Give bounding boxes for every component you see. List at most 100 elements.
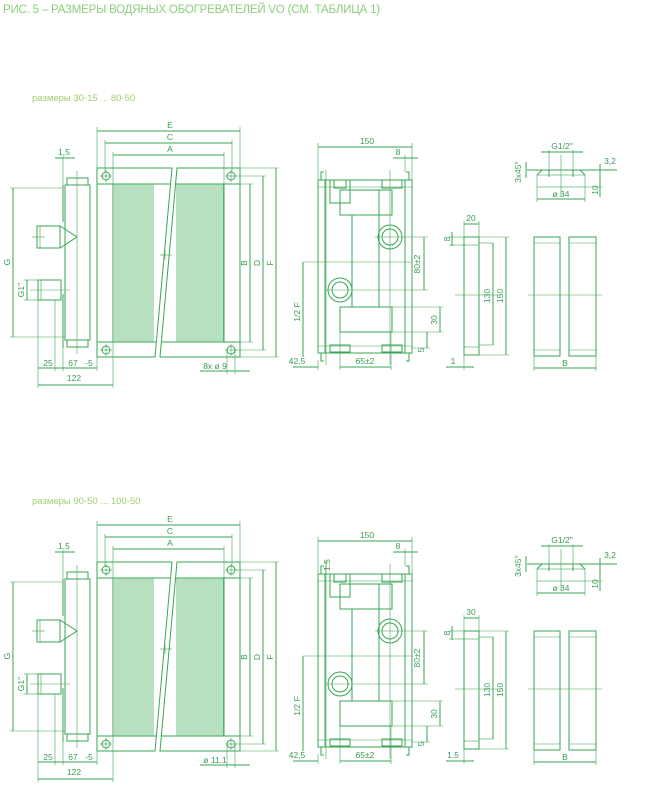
- dim-label-c: C: [167, 526, 173, 536]
- figure-title: РИС. 5 – РАЗМЕРЫ ВОДЯНЫХ ОБОГРЕВАТЕЛЕЙ V…: [3, 4, 380, 16]
- dim-label-g1: G1": [16, 677, 26, 691]
- dim-label-e: E: [167, 120, 173, 130]
- dim-label-80: 80±2: [412, 648, 422, 667]
- dim-label-g: G: [2, 259, 12, 266]
- chamfer: [536, 169, 586, 176]
- dim-label-10: 10: [590, 579, 600, 589]
- bottom-fitting: [381, 738, 403, 747]
- dim-label-30: 30: [429, 315, 439, 325]
- tube-cap: [66, 339, 89, 348]
- side-body: [317, 179, 413, 354]
- dim-label-minus5: -5: [85, 752, 93, 762]
- dim-label-g: G: [2, 653, 12, 660]
- lower-connector: [339, 700, 393, 727]
- dim-label-3-2: 3,2: [604, 156, 616, 166]
- dim-label-p150: 150: [495, 289, 505, 303]
- bracket: [320, 565, 324, 574]
- dim-label-67: 67: [68, 358, 78, 368]
- tube-cap: [66, 177, 89, 186]
- bracket: [320, 171, 324, 180]
- dim-label-half-f: 1/2 F: [292, 302, 302, 321]
- strip-right: [568, 236, 597, 357]
- dim-label-42-5: 42,5: [289, 356, 306, 366]
- top-fitting: [381, 573, 403, 583]
- strip-right: [568, 630, 597, 751]
- dim-label-25: 25: [43, 358, 53, 368]
- side-body: [317, 573, 413, 748]
- lower-connector: [339, 306, 393, 333]
- strip-left: [533, 630, 561, 751]
- dim-label-a: A: [167, 144, 173, 154]
- front-plate-right: [159, 167, 241, 358]
- dim-label-8: 8: [396, 541, 401, 551]
- dim-label-25: 25: [43, 752, 53, 762]
- dim-label-c: C: [167, 132, 173, 142]
- dim-label-p1: 1: [451, 356, 456, 366]
- dim-label-g12: G1/2": [551, 535, 572, 545]
- dim-label-e: E: [167, 514, 173, 524]
- dim-label-b: B: [239, 654, 249, 660]
- drawing-subtitle-1: размеры 30-15 ... 80-50: [32, 93, 136, 104]
- dim-label-sb: B: [562, 358, 568, 368]
- dim-label-150: 150: [360, 136, 374, 146]
- tube-cap: [66, 733, 89, 742]
- dim-label-sb: B: [562, 752, 568, 762]
- dim-label-65: 65±2: [356, 356, 375, 366]
- dim-label-d: D: [252, 260, 262, 266]
- inlet-nipple: [36, 225, 78, 249]
- dim-label-minus5: -5: [85, 358, 93, 368]
- fitting-bore: [333, 573, 347, 583]
- dim-label-chamfer: 3x45°: [513, 555, 523, 577]
- front-plate-left: [96, 167, 173, 358]
- dim-label-t15: 1,5: [58, 147, 70, 157]
- front-plate-right: [159, 561, 241, 752]
- top-fitting: [381, 179, 403, 189]
- front-plate-left: [96, 561, 173, 752]
- profile-channel: [463, 630, 480, 750]
- upper-connector: [339, 583, 393, 610]
- fitting-bore: [333, 179, 347, 189]
- dim-label-5: 5: [416, 741, 426, 746]
- dim-label-p1: 1.5: [447, 750, 459, 760]
- dim-label-d: D: [252, 654, 262, 660]
- dim-label-a: A: [167, 538, 173, 548]
- bracket: [320, 747, 324, 756]
- dim-label-65: 65±2: [356, 750, 375, 760]
- dim-label-p8: 8: [442, 236, 452, 241]
- dim-label-t15: 1,5: [58, 541, 70, 551]
- dim-label-b: B: [239, 260, 249, 266]
- dim-label-30: 30: [429, 709, 439, 719]
- dim-label-5: 5: [416, 347, 426, 352]
- bracket: [406, 171, 410, 180]
- dim-label-g1: G1": [16, 283, 26, 297]
- dim-label-p150: 150: [495, 683, 505, 697]
- dim-label-holes: 8x ø 9: [203, 361, 227, 371]
- dim-label-holes: ø 11.1: [203, 755, 227, 765]
- dim-label-f: F: [265, 654, 275, 659]
- bracket: [320, 353, 324, 362]
- tube-cap: [66, 571, 89, 580]
- dim-label-f: F: [265, 260, 275, 265]
- header-tube: [64, 184, 91, 341]
- dim-label-1-5: 1.5: [322, 559, 332, 571]
- dim-label-10: 10: [590, 185, 600, 195]
- dim-label-g12: G1/2": [551, 141, 572, 151]
- dim-label-67: 67: [68, 752, 78, 762]
- dim-label-34: ø 34: [552, 583, 569, 593]
- dim-label-42-5: 42,5: [289, 750, 306, 760]
- bracket: [406, 565, 410, 574]
- upper-connector: [339, 189, 393, 216]
- dim-label-width: 20: [466, 213, 476, 223]
- drawing-subtitle-2: размеры 90-50 ... 100-50: [32, 496, 141, 507]
- dim-label-150: 150: [360, 530, 374, 540]
- dim-label-130: 130: [482, 683, 492, 697]
- bracket: [406, 353, 410, 362]
- strip-left: [533, 236, 561, 357]
- dim-label-half-f: 1/2 F: [292, 696, 302, 715]
- dim-label-chamfer: 3x45°: [513, 161, 523, 183]
- header-tube: [64, 578, 91, 735]
- dim-label-3-2: 3,2: [604, 550, 616, 560]
